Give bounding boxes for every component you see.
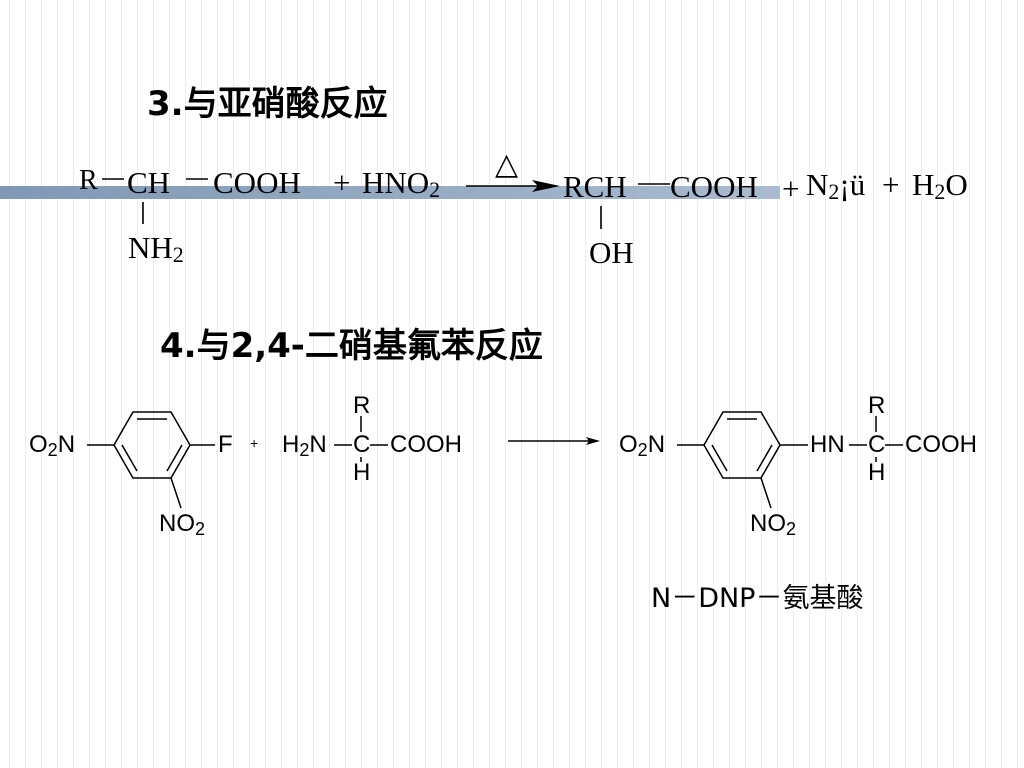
amino-acid-r-label: R xyxy=(353,392,371,419)
amino-acid-h2n-label: H2N xyxy=(282,431,327,460)
benzene-ring-reactant xyxy=(113,411,191,479)
product-water-label: H2O xyxy=(912,167,968,204)
product-n2-label: N2¡ü xyxy=(806,167,866,204)
product-rch-label: RCH xyxy=(563,169,627,204)
plus-sign: + xyxy=(250,435,259,451)
reaction-arrow-head-3 xyxy=(532,180,560,192)
product-cooh-label: COOH xyxy=(670,169,758,204)
fdnb-o2n-label: O2N xyxy=(29,431,76,460)
title-accent-bar xyxy=(0,186,780,199)
product-o2n-label: O2N xyxy=(619,431,666,460)
reactant-r-label: R xyxy=(79,165,98,196)
amino-acid-c-label: C xyxy=(353,431,371,458)
product-oh-label: OH xyxy=(589,235,634,270)
reaction-arrow-head-4 xyxy=(586,437,600,445)
benzene-ring-product xyxy=(703,411,781,479)
reactant-cooh-label: COOH xyxy=(213,165,301,200)
reactant-ch-label: CH xyxy=(127,165,171,200)
product-no2-label: NO2 xyxy=(750,510,797,539)
product-r-label: R xyxy=(868,392,886,419)
fdnb-no2-label: NO2 xyxy=(159,510,206,539)
amino-acid-h-label: H xyxy=(353,459,371,486)
amino-acid-cooh-label: COOH xyxy=(390,431,462,458)
bond-ring-no2-reactant xyxy=(170,477,182,509)
plus-sign: + xyxy=(882,167,900,202)
plus-sign: + xyxy=(782,171,800,206)
product-hn-label: HN xyxy=(810,431,845,458)
plus-sign: + xyxy=(333,165,351,200)
product-c-label: C xyxy=(868,431,886,458)
bond-ring-no2-product xyxy=(760,477,772,509)
section-3-title: 3.与亚硝酸反应 xyxy=(147,84,388,124)
fdnb-f-label: F xyxy=(218,431,233,458)
heat-triangle-icon: △ xyxy=(495,148,519,181)
section-4-title: 4.与2,4-二硝基氟苯反应 xyxy=(160,326,543,366)
product-cooh-label: COOH xyxy=(905,431,977,458)
product-h-label: H xyxy=(868,459,886,486)
reactant-nh2-label: NH2 xyxy=(128,230,184,267)
reagent-hno2-label: HNO2 xyxy=(362,165,441,202)
product-caption: N－DNP－氨基酸 xyxy=(651,583,864,614)
